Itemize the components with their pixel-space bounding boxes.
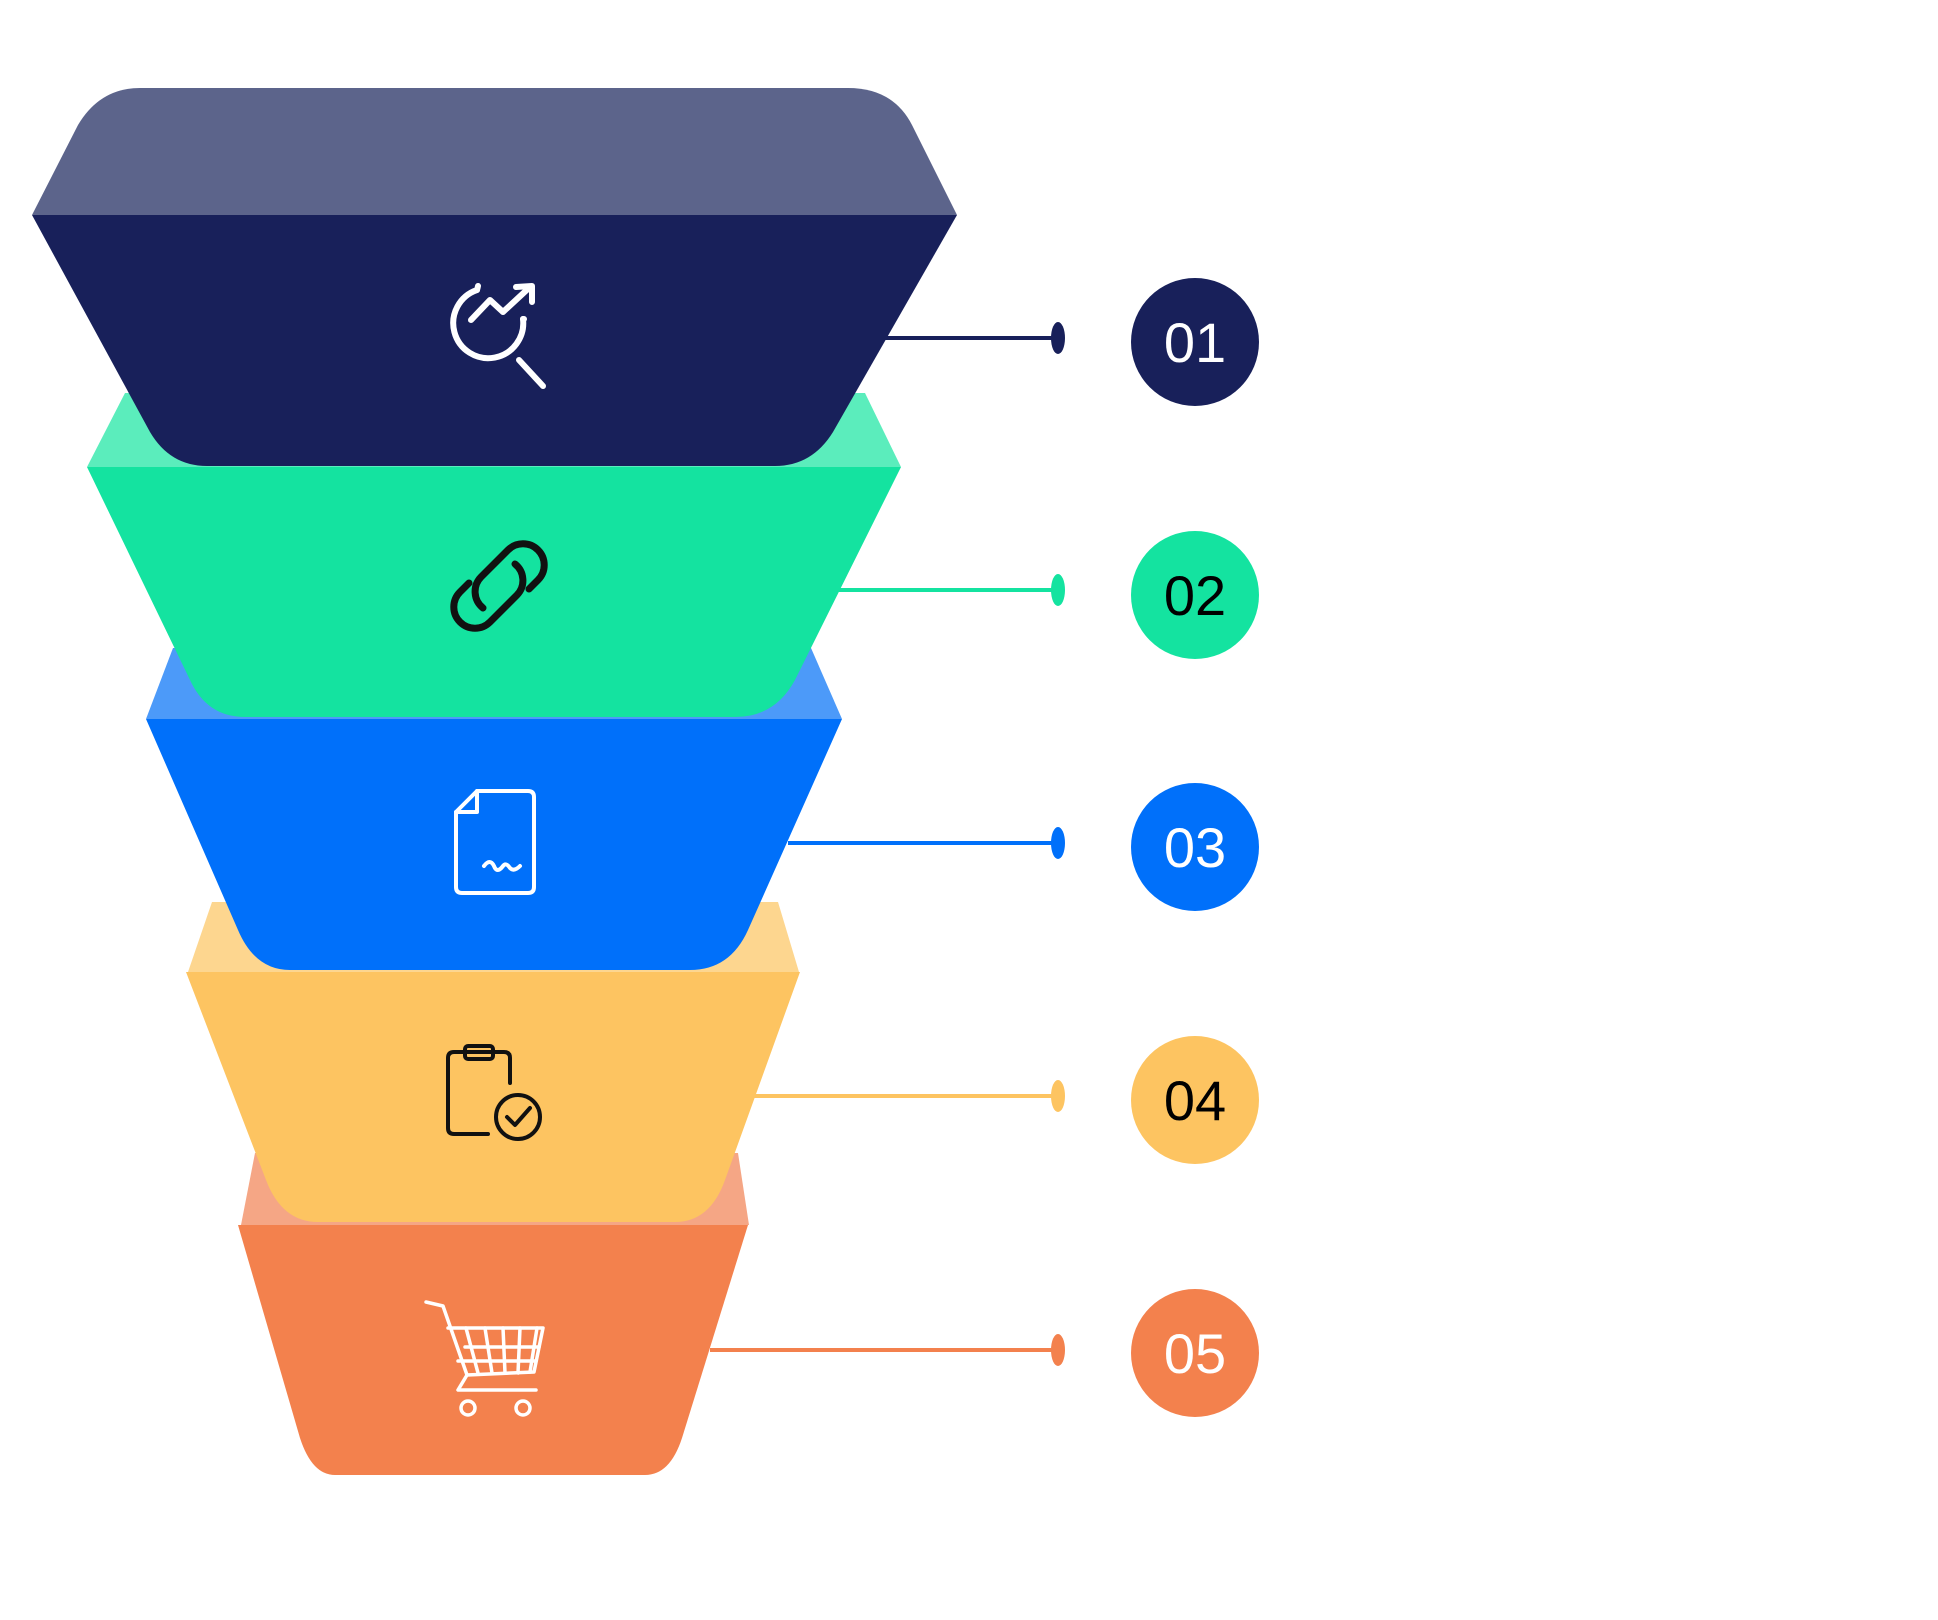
stage-4-number: 04 (1164, 1069, 1226, 1132)
stage-3-connector-dot (1051, 827, 1065, 859)
shopping-cart-icon (424, 1300, 545, 1417)
stage-2-connector-dot (1051, 574, 1065, 606)
analytics-search-icon (450, 283, 546, 389)
stage-1-connector-dot (1051, 322, 1065, 354)
stage-1-body (32, 215, 957, 466)
stage-4-connector-dot (1051, 1080, 1065, 1112)
clipboard-check-icon (446, 1044, 542, 1141)
link-icon (450, 540, 548, 632)
signed-document-icon (454, 789, 536, 895)
stage-5-number: 05 (1164, 1322, 1226, 1385)
stage-3-body (146, 719, 842, 970)
stage-5-connector-dot (1051, 1334, 1065, 1366)
stage-5-number-badge (1131, 1289, 1259, 1417)
stage-4-body (186, 972, 800, 1222)
stage-2-number: 02 (1164, 564, 1226, 627)
stage-1-top-face (32, 88, 957, 215)
stage-5-body (238, 1225, 748, 1475)
stage-4-number-badge (1131, 1036, 1259, 1164)
stage-1-number-badge (1131, 278, 1259, 406)
stage-2-number-badge (1131, 531, 1259, 659)
stage-1-number: 01 (1164, 311, 1226, 374)
funnel-stage-1: 01 (32, 88, 1259, 466)
stage-3-number: 03 (1164, 816, 1226, 879)
stage-3-number-badge (1131, 783, 1259, 911)
stage-2-body (87, 467, 901, 717)
